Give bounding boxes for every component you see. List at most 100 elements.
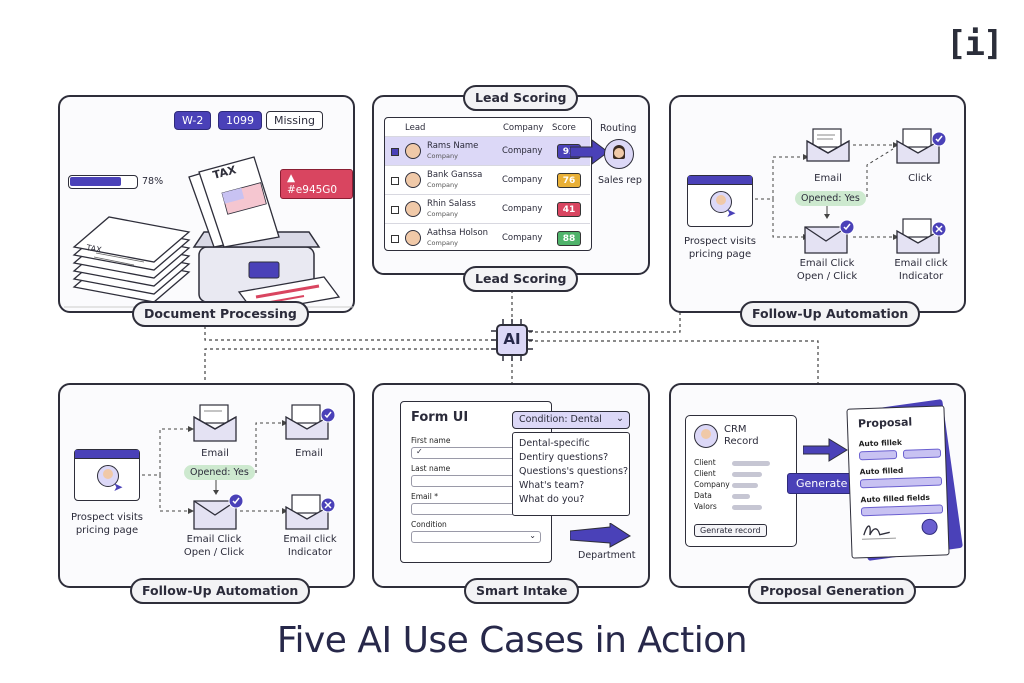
pricing-page-window-bottom: ➤ [74, 449, 140, 501]
condition-select[interactable]: Condition: Dental ⌄ [512, 411, 630, 429]
email2-label-bottom: Email [295, 448, 323, 459]
lead-name: Rams Name [427, 141, 479, 151]
dropdown-option[interactable]: What do you? [519, 494, 585, 505]
chip-icon [491, 319, 533, 361]
routing-arrow-icon [570, 139, 609, 165]
approval-seal-icon [921, 518, 938, 536]
lead-company: Company [502, 175, 543, 185]
row-checkbox[interactable] [391, 206, 399, 214]
brand-logo: [i] [946, 24, 1003, 64]
col-score: Score [552, 123, 576, 133]
follow-up-flow-bottom [142, 420, 288, 514]
email-click-bottom-line-2: Open / Click [183, 547, 245, 558]
email-click-line-2: Open / Click [796, 271, 858, 282]
tag-1099: 1099 [218, 111, 262, 130]
generate-button[interactable]: Generate [787, 473, 857, 494]
lead-avatar [405, 201, 421, 217]
progress-bar [68, 175, 138, 189]
pricing-page-window: ➤ [687, 175, 753, 227]
email-click-line-1: Email Click [799, 258, 855, 269]
document-scanner-illustration: TAX TAX [64, 156, 354, 312]
email-click-envelope-icon-bottom [193, 493, 244, 530]
prospect-line-1: Prospect visits [684, 236, 756, 247]
field-label-first-name: First name [411, 436, 451, 445]
panel-follow-up-top: ➤ Prospect visits pricing page Email Ope… [669, 95, 966, 313]
page-title: Five AI Use Cases in Action [276, 620, 748, 661]
proposal-field-3-value [860, 504, 944, 517]
generate-button-label: Generate [796, 477, 848, 490]
indicator-envelope-icon-bottom [285, 494, 336, 530]
to-proposal-arrow-icon [803, 438, 848, 462]
email-envelope-icon-bottom [193, 404, 237, 442]
generate-record-button[interactable]: Genrate record [694, 524, 767, 537]
crm-field-label: Company [694, 480, 730, 489]
routing-label: Routing [600, 123, 637, 134]
crm-field-value [732, 483, 758, 488]
indicator-line-1: Email click [894, 258, 948, 269]
crm-field-value [732, 505, 762, 510]
panel-document-processing: W-2 1099 Missing 78% ▲ #e945G0 TAX [58, 95, 355, 313]
email-envelope-icon [806, 128, 850, 162]
email-click-envelope-icon [804, 219, 855, 254]
condition-input[interactable]: ⌄ [411, 531, 541, 543]
proposal-field-1-value-b [902, 448, 942, 459]
email-click-label-top: Email Click Open / Click [789, 257, 865, 283]
dropdown-option[interactable]: What's team? [519, 480, 585, 491]
crm-field-value [732, 472, 762, 477]
alert-badge: ▲ #e945G0 [280, 169, 353, 199]
signature-icon [861, 525, 896, 540]
department-label: Department [578, 550, 636, 561]
field-label-last-name: Last name [411, 464, 451, 473]
email2-envelope-icon-bottom [285, 404, 336, 440]
col-lead: Lead [405, 123, 426, 133]
email-click-bottom-line-1: Email Click [186, 534, 242, 545]
dropdown-option[interactable]: Dentiry questions? [519, 452, 609, 463]
lead-company: Company [502, 146, 543, 156]
lead-sub: Company [427, 152, 458, 160]
email-label-bottom: Email [201, 448, 229, 459]
prospect-label-top: Prospect visits pricing page [677, 235, 763, 261]
tag-w2: W-2 [174, 111, 212, 130]
row-checkbox[interactable] [391, 177, 399, 185]
email-click-label-bottom: Email Click Open / Click [176, 533, 252, 559]
prospect-bottom-line-2: pricing page [75, 525, 139, 536]
label-document-processing: Document Processing [132, 301, 309, 327]
lead-name: Aathsa Holson [427, 228, 489, 238]
field-label-email: Email * [411, 492, 438, 501]
row-checkbox[interactable] [391, 235, 399, 243]
crm-field-value [732, 461, 770, 466]
label-lead-scoring-top: Lead Scoring [463, 85, 579, 111]
brand-logo-text: [i] [946, 24, 1003, 64]
lead-name: Rhin Salass [427, 199, 476, 209]
chevron-down-icon: ⌄ [616, 413, 624, 424]
dropdown-option[interactable]: Dental-specific [519, 438, 590, 449]
crm-field-label: Client [694, 469, 716, 478]
email-label-top: Email [814, 173, 842, 184]
proposal-field-2: Auto filled [859, 465, 904, 477]
proposal-doc: Proposal Auto fillek Auto filled Auto fi… [846, 405, 950, 559]
alert-icon: ▲ [287, 172, 296, 184]
lead-company: Company [502, 204, 543, 214]
lead-name: Bank Ganssa [427, 170, 483, 180]
crm-title-line-2: Record [724, 436, 759, 447]
indicator-label-top: Email click Indicator [883, 257, 959, 283]
condition-select-value: Condition: Dental [519, 414, 602, 425]
label-follow-up-top: Follow-Up Automation [740, 301, 921, 327]
panel-smart-intake: Form UI First name ✓ Last name Email * C… [372, 383, 650, 588]
ai-hub: AI [491, 319, 533, 361]
row-checkbox[interactable] [391, 148, 399, 156]
lead-sub: Company [427, 210, 458, 218]
prospect-line-2: pricing page [688, 249, 752, 260]
chevron-down-icon: ⌄ [529, 531, 536, 540]
progress-text: 78% [142, 176, 164, 187]
lead-score: 41 [557, 202, 581, 217]
dropdown-option[interactable]: Questions's questions? [519, 466, 629, 477]
